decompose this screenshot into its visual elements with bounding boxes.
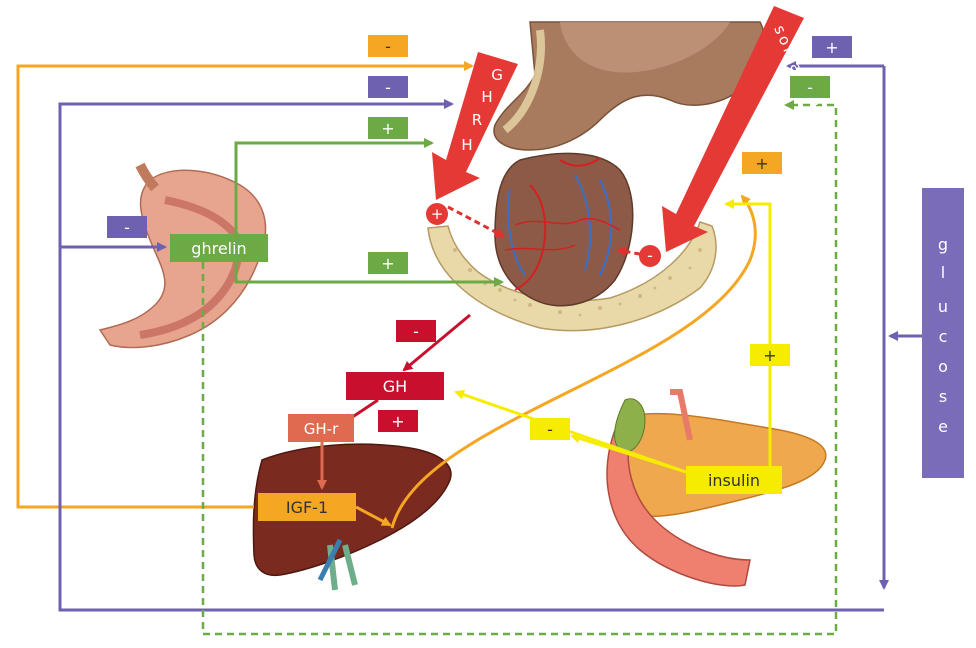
ghrh-effect-circle xyxy=(426,203,448,225)
glucose-letter-1: g xyxy=(938,235,948,254)
ghrh-letter-g: G xyxy=(491,66,503,84)
sign-insulin-to-somatostatin-top-text: + xyxy=(755,154,768,173)
sign-insulin-to-somatostatin-mid xyxy=(750,344,790,366)
sign-ghr-text: + xyxy=(391,412,404,431)
sign-glucose-to-ghrelin xyxy=(107,216,147,238)
pituitary-gland-illustration xyxy=(494,152,634,307)
sign-igf-to-pituitary xyxy=(368,35,408,57)
glucose-box xyxy=(922,188,964,478)
glucose-letter-4: c xyxy=(939,327,948,346)
ghrh-effect-dashed-arrow xyxy=(447,205,505,238)
glucose-letter-5: o xyxy=(938,357,948,376)
sign-ghrelin-to-somatostatin-text: - xyxy=(807,78,813,97)
somatostatin-effect-circle xyxy=(639,245,661,267)
glucose-letter-2: l xyxy=(941,263,945,282)
somatostatin-arrow xyxy=(662,6,804,252)
sign-ghr xyxy=(378,410,418,432)
ghr-label: GH-r xyxy=(304,420,339,438)
ghrh-arrow xyxy=(432,52,518,200)
igf1-to-somatostatin-curve xyxy=(390,194,757,529)
hypothalamus-illustration xyxy=(493,21,765,151)
ghrh-letter-h2: H xyxy=(461,136,472,154)
ghrelin-box xyxy=(170,234,268,262)
ghrelin-to-pituitary-line xyxy=(234,262,504,287)
insulin-to-gh-branch xyxy=(570,433,687,474)
sign-ghrelin-to-ghrh-text: + xyxy=(381,119,394,138)
pituitary-to-gh-arrow xyxy=(402,313,471,372)
ghrh-letter-r: R xyxy=(472,111,482,129)
igf1-to-liver-arrow xyxy=(355,505,392,527)
sella-turcica-bone xyxy=(427,221,717,332)
insulin-box xyxy=(686,466,782,494)
glucose-to-ghrh-line xyxy=(58,99,884,612)
sign-ghrelin-to-pituitary xyxy=(368,252,408,274)
sign-gh-to-liver xyxy=(396,320,436,342)
somatostatin-effect-sign: - xyxy=(647,246,653,265)
ghr-box xyxy=(288,414,354,442)
glucose-letter-6: s xyxy=(939,387,947,406)
sign-glucose-to-somatostatin xyxy=(812,36,852,58)
ghrelin-label: ghrelin xyxy=(191,239,246,258)
sign-insulin-to-somatostatin-top xyxy=(742,152,782,174)
gh-box xyxy=(346,372,444,400)
insulin-to-somatostatin-line xyxy=(724,199,772,470)
ghrelin-to-ghrh-line xyxy=(234,138,434,236)
glucose-letter-7: e xyxy=(938,417,948,436)
sign-glucose-to-somatostatin-text: + xyxy=(825,38,838,57)
sign-gh-to-liver-text: - xyxy=(413,322,419,341)
gh-label: GH xyxy=(383,377,407,396)
ghrh-letter-h: H xyxy=(481,88,492,106)
sign-ghrelin-to-pituitary-text: + xyxy=(381,254,394,273)
igf1-label: IGF-1 xyxy=(286,498,328,517)
sign-glucose-to-ghrh-text: - xyxy=(385,78,391,97)
glucose-letter-3: u xyxy=(938,297,948,316)
sign-insulin-to-somatostatin-mid-text: + xyxy=(763,346,776,365)
sign-igf-to-pituitary-text: - xyxy=(385,37,391,56)
ghrelin-to-somatostatin-dashed xyxy=(201,100,838,636)
sign-ghrelin-to-somatostatin xyxy=(790,76,830,98)
sign-glucose-to-ghrelin-text: - xyxy=(124,218,130,237)
insulin-label: insulin xyxy=(708,471,760,490)
sign-glucose-to-ghrh xyxy=(368,76,408,98)
ghrh-effect-sign: + xyxy=(431,205,444,223)
sign-ghrelin-to-ghrh xyxy=(368,117,408,139)
sign-insulin-to-gh xyxy=(530,418,570,440)
igf1-box xyxy=(258,493,356,521)
sign-insulin-to-gh-text: - xyxy=(547,420,553,439)
igf1-to-hypothalamus-line xyxy=(16,61,474,509)
